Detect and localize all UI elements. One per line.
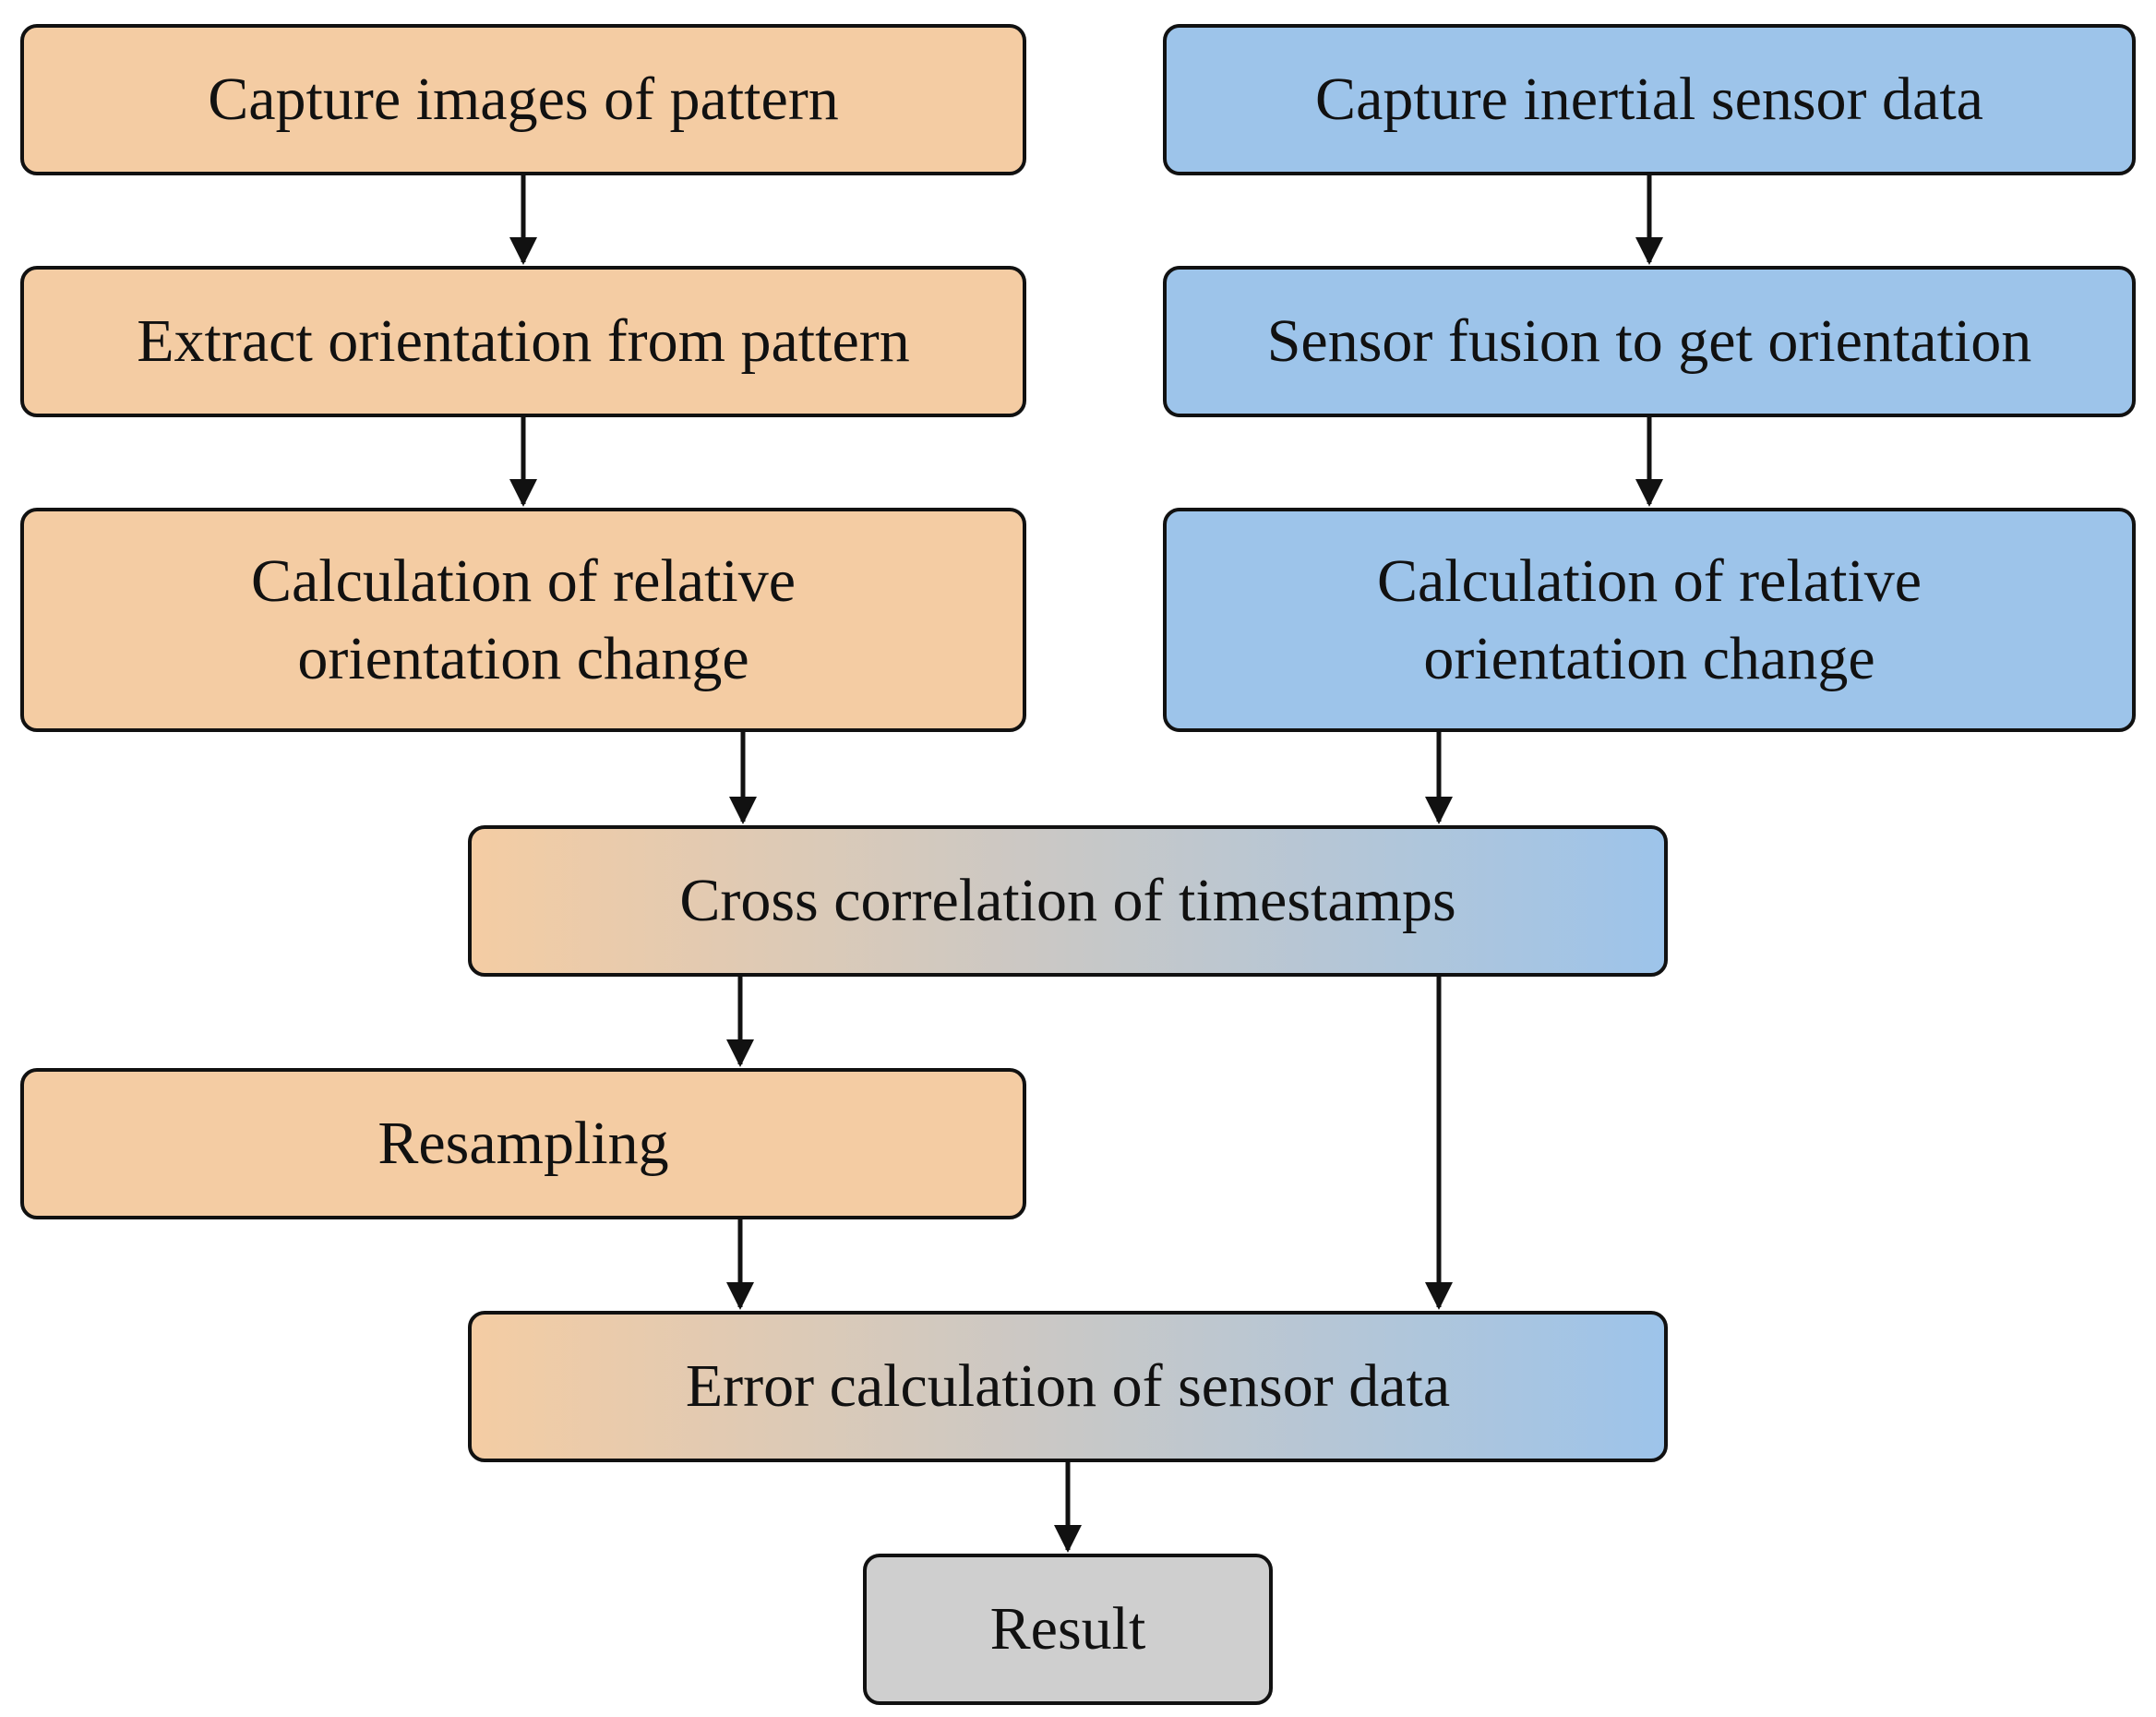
step-result-label: Result (989, 1595, 1146, 1663)
step-sensor-fusion: Sensor fusion to get orientation (1163, 266, 2136, 417)
step-result: Result (863, 1554, 1273, 1705)
step-relative-orientation-camera-line2: orientation change (297, 624, 749, 692)
step-relative-orientation-sensor-line1: Calculation of relative (1376, 546, 1922, 615)
step-resampling: Resampling (20, 1068, 1026, 1219)
step-cross-correlation-label: Cross correlation of timestamps (679, 867, 1456, 934)
step-relative-orientation-sensor: Calculation of relative orientation chan… (1163, 508, 2136, 732)
step-cross-correlation: Cross correlation of timestamps (468, 825, 1668, 977)
step-relative-orientation-camera: Calculation of relative orientation chan… (20, 508, 1026, 732)
step-extract-orientation: Extract orientation from pattern (20, 266, 1026, 417)
step-relative-orientation-sensor-line2: orientation change (1423, 624, 1875, 692)
step-error-calculation: Error calculation of sensor data (468, 1311, 1668, 1462)
step-extract-orientation-label: Extract orientation from pattern (137, 307, 910, 375)
step-capture-images: Capture images of pattern (20, 24, 1026, 175)
step-relative-orientation-camera-line1: Calculation of relative (250, 546, 797, 615)
step-error-calculation-label: Error calculation of sensor data (685, 1352, 1451, 1420)
step-capture-images-label: Capture images of pattern (208, 66, 839, 133)
step-resampling-label: Resampling (377, 1110, 669, 1177)
step-capture-inertial-label: Capture inertial sensor data (1315, 66, 1983, 133)
step-sensor-fusion-label: Sensor fusion to get orientation (1266, 307, 2032, 375)
step-capture-inertial: Capture inertial sensor data (1163, 24, 2136, 175)
